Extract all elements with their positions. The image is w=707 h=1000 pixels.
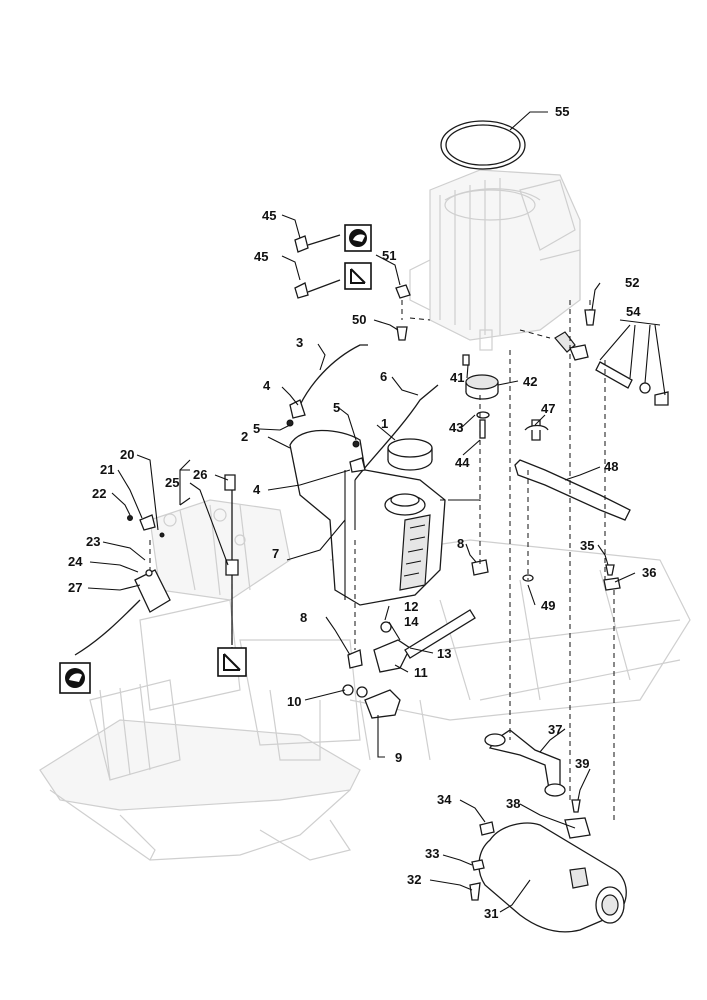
callout-55: 55	[555, 104, 569, 119]
callout-39: 39	[575, 756, 589, 771]
callout-38: 38	[506, 796, 520, 811]
guide-lines	[149, 300, 615, 820]
callout-48: 48	[604, 459, 618, 474]
engine-ghost	[409, 169, 581, 351]
choke-icon	[344, 262, 372, 290]
part-belt	[440, 120, 526, 170]
callout-47: 47	[541, 401, 555, 416]
callout-20: 20	[120, 447, 134, 462]
callout-44: 44	[455, 455, 470, 470]
callout-32: 32	[407, 872, 421, 887]
callout-25: 25	[165, 475, 179, 490]
callout-12: 12	[404, 599, 418, 614]
hare-speed-icon	[59, 662, 91, 694]
callout-42: 42	[523, 374, 537, 389]
bracket-plate	[514, 419, 631, 521]
callout-26: 26	[193, 467, 207, 482]
callout-6: 6	[380, 369, 387, 384]
callout-22: 22	[92, 486, 106, 501]
callout-2: 2	[241, 429, 248, 444]
callout-41: 41	[450, 370, 464, 385]
callout-14: 14	[404, 614, 419, 629]
callout-labels: 55 45 45 51 52 54 50 3 6 41 42 4 47 5 1 …	[68, 104, 656, 921]
callout-27: 27	[68, 580, 82, 595]
callout-21: 21	[100, 462, 114, 477]
hare-speed-icon	[344, 224, 372, 252]
throttle-control	[74, 474, 239, 656]
muffler-assembly	[469, 729, 627, 933]
callout-13: 13	[437, 646, 451, 661]
callout-49: 49	[541, 598, 555, 613]
callout-45: 45	[262, 208, 276, 223]
callout-45: 45	[254, 249, 268, 264]
callout-54: 54	[626, 304, 641, 319]
callout-24: 24	[68, 554, 83, 569]
fuel-filter	[462, 354, 499, 439]
fuel-cap	[387, 438, 433, 471]
callout-11: 11	[414, 665, 428, 680]
callout-36: 36	[642, 565, 656, 580]
callout-34: 34	[437, 792, 452, 807]
leader-lines	[87, 111, 666, 913]
callout-50: 50	[352, 312, 366, 327]
callout-5: 5	[253, 421, 260, 436]
callout-35: 35	[580, 538, 594, 553]
fuel-tank	[289, 429, 446, 606]
callout-43: 43	[449, 420, 463, 435]
callout-5: 5	[333, 400, 340, 415]
callout-3: 3	[296, 335, 303, 350]
callout-9: 9	[395, 750, 402, 765]
callout-31: 31	[484, 906, 498, 921]
callout-4: 4	[253, 482, 261, 497]
callout-8: 8	[457, 536, 464, 551]
rods	[299, 344, 439, 530]
lower-fittings	[342, 559, 489, 719]
callout-10: 10	[287, 694, 301, 709]
callout-37: 37	[548, 722, 562, 737]
callout-8: 8	[300, 610, 307, 625]
callout-1: 1	[381, 416, 388, 431]
choke-icon	[217, 647, 247, 677]
callout-4: 4	[263, 378, 271, 393]
callout-52: 52	[625, 275, 639, 290]
callout-23: 23	[86, 534, 100, 549]
small-clips	[286, 399, 366, 473]
callout-33: 33	[425, 846, 439, 861]
callout-51: 51	[382, 248, 396, 263]
choke-cables	[294, 234, 341, 299]
callout-7: 7	[272, 546, 279, 561]
